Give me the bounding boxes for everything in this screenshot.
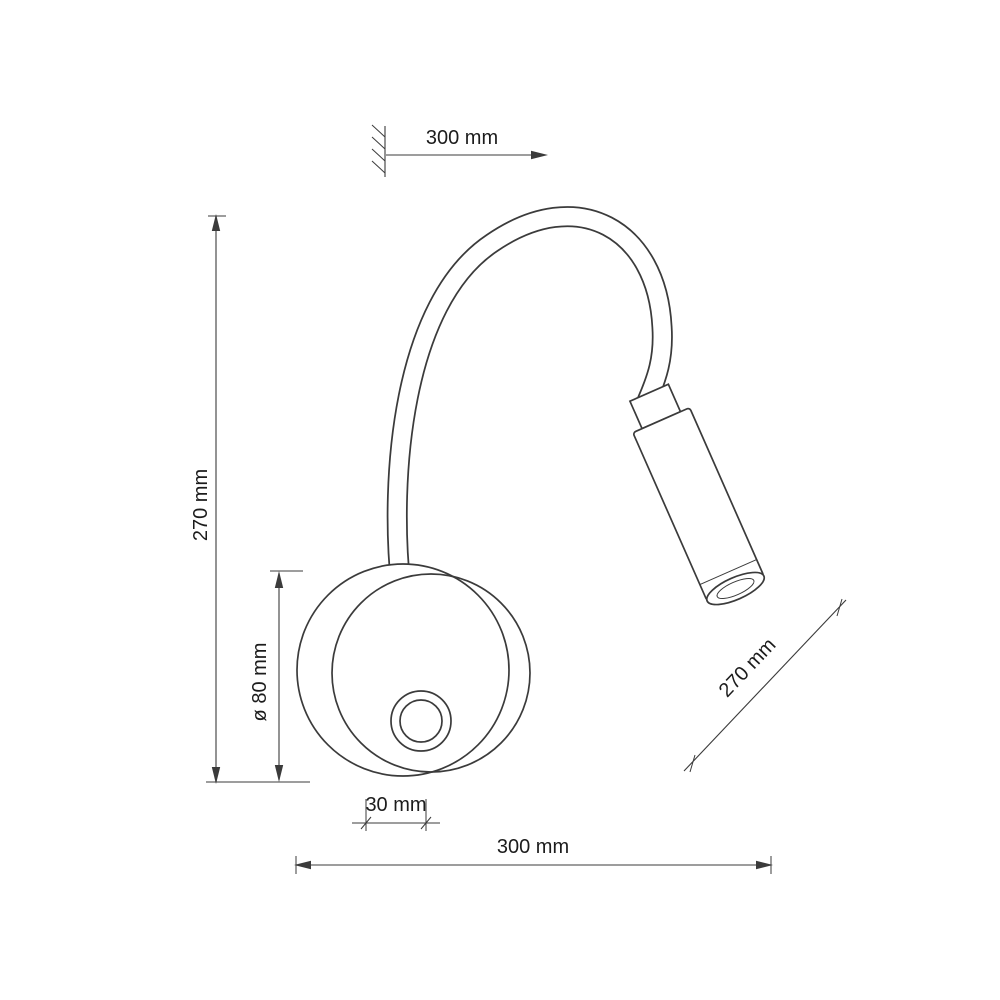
wall-hatch xyxy=(371,124,386,174)
head-lens xyxy=(716,577,755,600)
dimension-height: 270 mm xyxy=(190,214,226,784)
dim-label-top-width: 300 mm xyxy=(426,127,498,149)
switch-button-inner xyxy=(399,699,443,743)
lamp-flex-arm xyxy=(386,206,673,590)
dim-label-base-depth: 30 mm xyxy=(365,794,426,816)
head-rim-line xyxy=(699,559,757,586)
dim-label-base-diameter: ø 80 mm xyxy=(249,643,271,722)
dimension-top-width: 300 mm xyxy=(371,124,548,177)
dimension-arm-length: 270 mm xyxy=(683,598,847,773)
dimension-bottom-width: 300 mm xyxy=(294,836,773,874)
dim-label-bottom-width: 300 mm xyxy=(497,836,569,858)
dim-label-height: 270 mm xyxy=(190,469,212,541)
lamp-base xyxy=(296,563,531,777)
base-offset-circle xyxy=(331,573,531,773)
dim-label-arm-length: 270 mm xyxy=(715,634,781,702)
lamp-head xyxy=(628,383,766,606)
head-end-cap xyxy=(705,571,766,606)
dimension-base-depth: 30 mm xyxy=(352,794,440,831)
head-body xyxy=(633,407,764,601)
dimension-base-diameter: ø 80 mm xyxy=(206,570,310,783)
